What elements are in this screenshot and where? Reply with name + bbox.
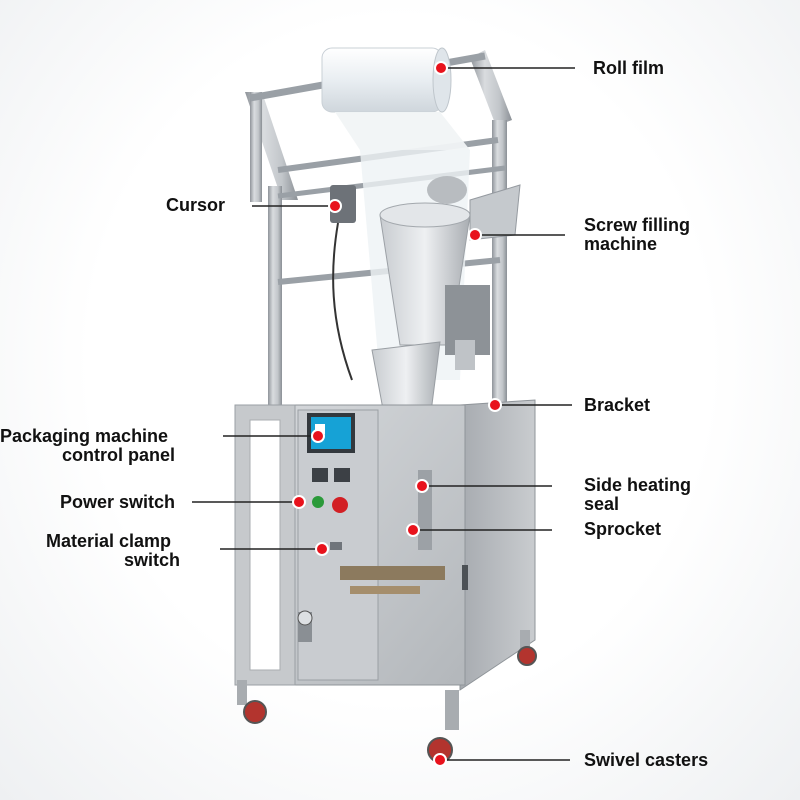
swivel-casters: [243, 646, 537, 763]
label-material-clamp-line1: Material clamp: [46, 531, 172, 551]
label-roll-film: Roll film: [593, 58, 664, 78]
marker-power-switch: [292, 495, 306, 509]
marker-screw-filling: [468, 228, 482, 242]
marker-roll-film: [434, 61, 448, 75]
marker-control-panel: [311, 429, 325, 443]
label-material-clamp-line2: switch: [124, 550, 181, 570]
label-bracket: Bracket: [584, 395, 651, 415]
label-power-switch: Power switch: [60, 492, 176, 512]
label-screw-filling-line1: Screw filling: [584, 215, 691, 235]
label-control-panel-line2: control panel: [62, 445, 176, 465]
machine-body: [234, 399, 536, 730]
marker-cursor: [328, 199, 342, 213]
marker-sprocket: [406, 523, 420, 537]
red-markers: [292, 61, 502, 767]
marker-swivel-casters: [433, 753, 447, 767]
label-sprocket: Sprocket: [584, 519, 662, 539]
label-swivel-casters: Swivel casters: [584, 750, 709, 770]
label-control-panel-line1: Packaging machine: [0, 426, 169, 446]
label-screw-filling-line2: machine: [584, 234, 658, 254]
marker-bracket: [488, 398, 502, 412]
cursor-sensor: [330, 185, 356, 381]
leader-lines: [192, 67, 575, 761]
label-cursor: Cursor: [166, 195, 226, 215]
label-side-heating-line2: seal: [584, 494, 620, 514]
label-side-heating-line1: Side heating: [584, 475, 692, 495]
marker-material-clamp: [315, 542, 329, 556]
marker-side-heating: [415, 479, 429, 493]
